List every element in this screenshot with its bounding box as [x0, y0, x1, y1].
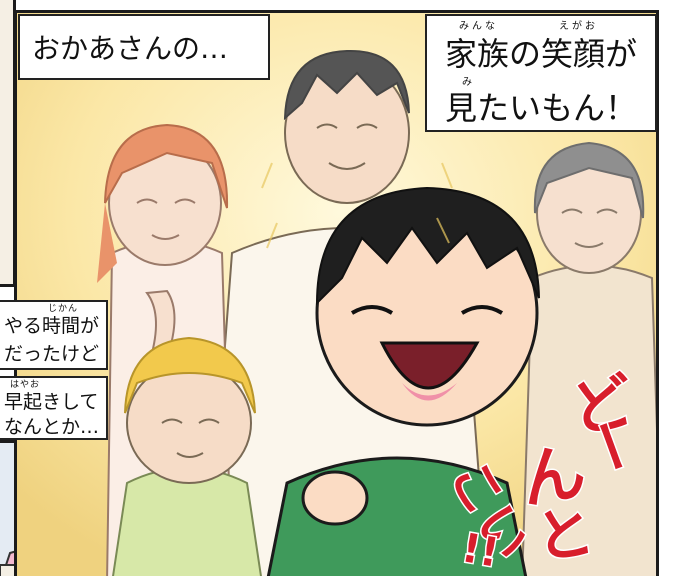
- wish-line-1: 家族の笑顔が: [445, 35, 638, 73]
- girl-figure: [266, 186, 540, 576]
- wish-furigana-1b: えがお: [559, 21, 598, 32]
- light-rays: [261, 162, 453, 249]
- grandmother-figure: [521, 141, 656, 576]
- mother-title-caption: おかあさんの…: [18, 14, 270, 80]
- early-line-2: なんとか…: [4, 416, 100, 438]
- boy-figure: [112, 336, 262, 576]
- early-caption: はやお 早起きして なんとか…: [0, 376, 108, 440]
- time-line-2: だったけど: [4, 343, 100, 365]
- time-caption: じかん やる時間が だったけど: [0, 300, 108, 370]
- wish-line-2: 見たいもん！: [445, 89, 638, 127]
- time-line-1: やる時間が: [4, 315, 100, 337]
- early-line-1: 早起きして: [4, 391, 99, 413]
- time-furigana: じかん: [48, 304, 79, 314]
- main-family-panel: [14, 10, 659, 576]
- sfx-exclaim: !!: [457, 524, 504, 576]
- family-illustration: [17, 13, 656, 576]
- wish-caption: みんな えがお 家族の笑顔が み 見たいもん！: [425, 14, 657, 132]
- early-furigana: はやお: [10, 380, 41, 390]
- wish-furigana-1a: みんな: [459, 21, 498, 32]
- mother-title-text: おかあさんの…: [32, 32, 229, 65]
- wish-furigana-2: み: [462, 77, 475, 88]
